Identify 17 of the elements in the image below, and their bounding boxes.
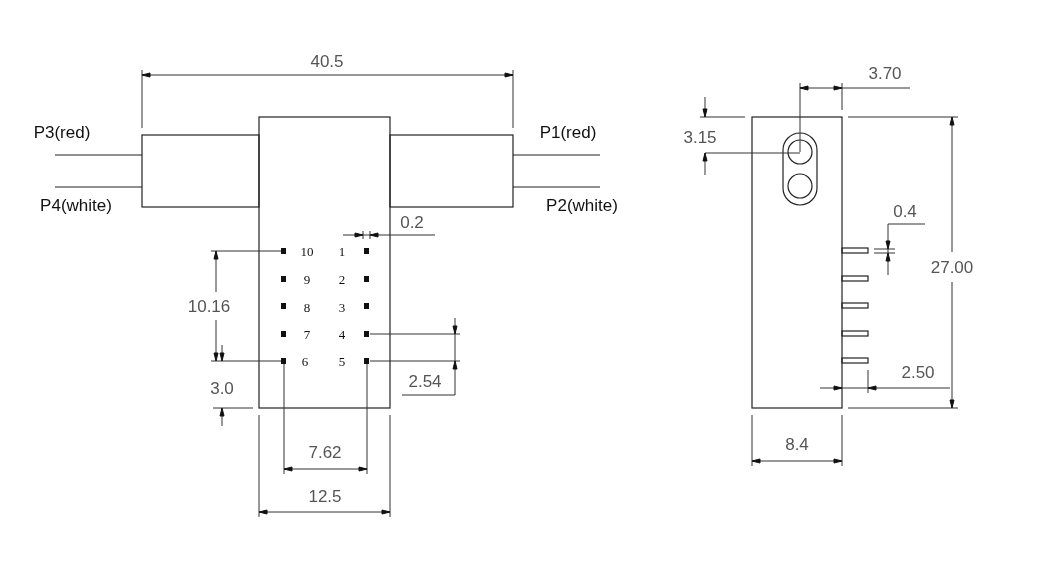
dimension-value: 0.4: [892, 202, 918, 220]
dimension-value: 2.54: [407, 372, 443, 390]
fiber-label: P2(white): [545, 196, 619, 214]
dimension-value: 27.00: [929, 258, 975, 276]
dimension-value: 0.2: [399, 213, 425, 231]
dimension-value: 3.15: [682, 128, 718, 146]
fiber-label: P4(white): [39, 196, 113, 214]
dimension-value: 3.0: [209, 379, 235, 397]
dimension-value: 8.4: [784, 435, 810, 453]
dimension-value: 40.5: [309, 52, 345, 70]
dimension-value: 10.16: [186, 297, 232, 315]
dimension-value: 3.70: [867, 64, 903, 82]
dimension-value: 12.5: [307, 487, 343, 505]
fiber-label: P3(red): [32, 123, 92, 141]
fiber-label: P1(red): [538, 123, 598, 141]
dimension-value: 2.50: [900, 363, 936, 381]
dimension-value: 7.62: [307, 443, 343, 461]
